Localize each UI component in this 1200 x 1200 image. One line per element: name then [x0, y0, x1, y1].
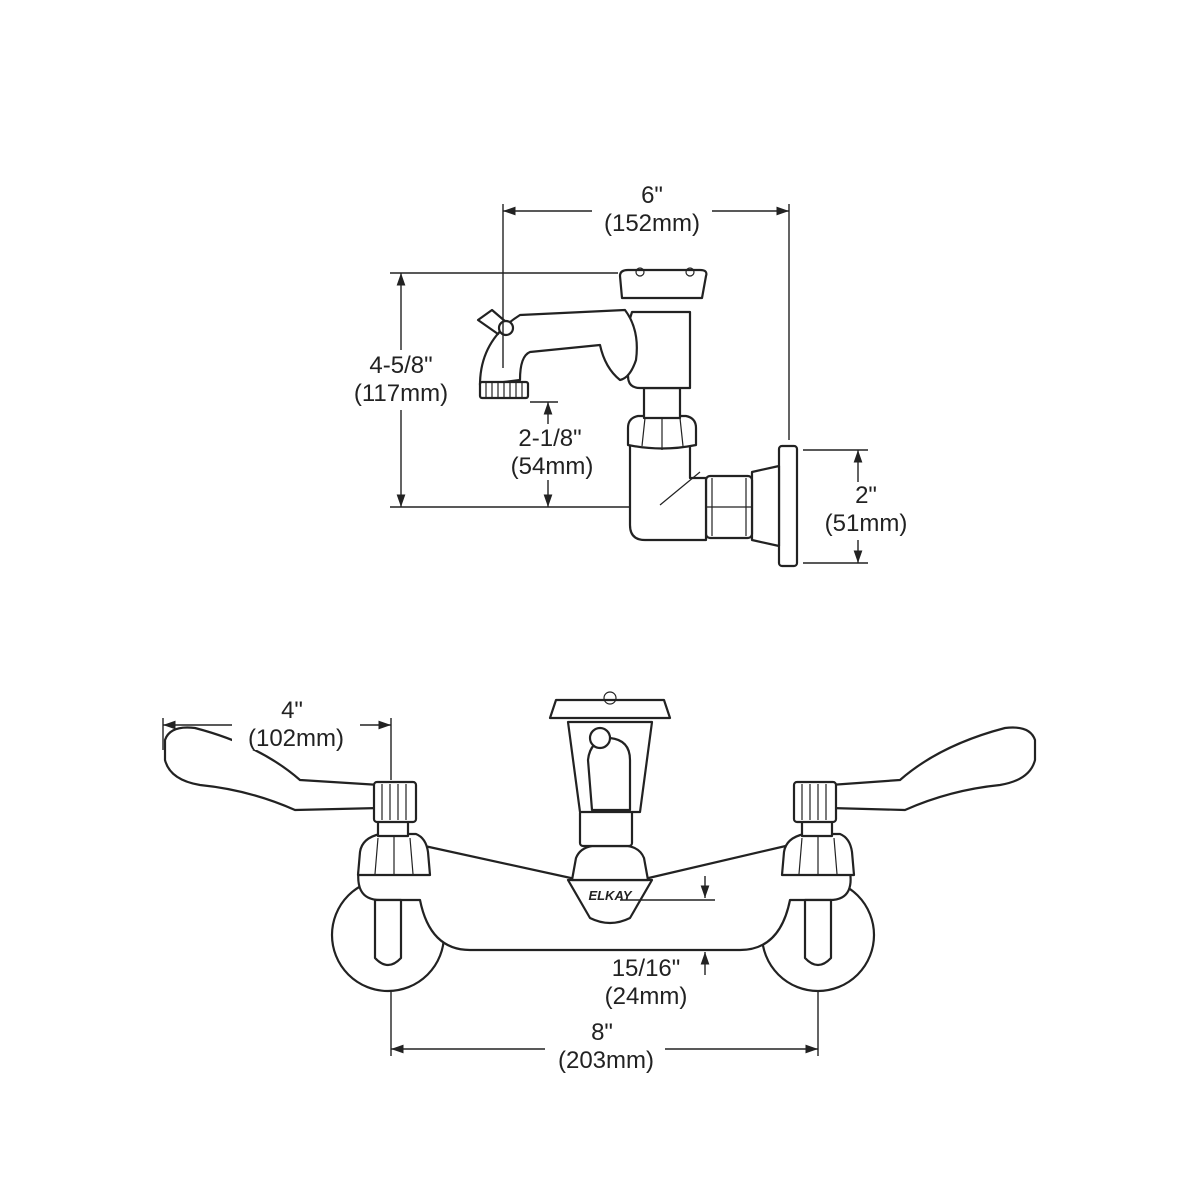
side-view-faucet: [476, 267, 799, 568]
overall-height-metric: (117mm): [354, 380, 448, 407]
handle-length-imperial: 4": [281, 697, 303, 724]
dimension-spout-height: 2-1/8" (54mm): [500, 401, 604, 507]
front-view: ELKAY: [162, 691, 1037, 1074]
overall-height-imperial: 4-5/8": [369, 352, 432, 379]
dimension-flange-height: 2" (51mm): [803, 449, 915, 564]
body-thickness-metric: (24mm): [605, 983, 688, 1010]
side-view: 6" (152mm) 4-5/8" (117mm) 2-1/8" (54mm): [340, 182, 915, 568]
front-view-faucet: ELKAY: [163, 691, 1037, 993]
flange-height-imperial: 2": [855, 482, 877, 509]
brand-label: ELKAY: [588, 888, 632, 903]
spout-height-imperial: 2-1/8": [518, 425, 581, 452]
overall-width-imperial: 6": [641, 182, 663, 209]
body-thickness-imperial: 15/16": [612, 955, 681, 982]
dimension-overall-height: 4-5/8" (117mm): [340, 272, 630, 508]
handle-length-metric: (102mm): [248, 725, 344, 752]
centers-imperial: 8": [591, 1019, 613, 1046]
dimension-handle-length: 4" (102mm): [162, 697, 392, 780]
flange-height-metric: (51mm): [825, 510, 908, 537]
dimension-body-thickness: 15/16" (24mm): [592, 876, 715, 1010]
overall-width-metric: (152mm): [604, 210, 700, 237]
dimension-centers: 8" (203mm): [390, 990, 819, 1074]
dimension-overall-width: 6" (152mm): [502, 182, 790, 440]
spout-height-metric: (54mm): [511, 453, 594, 480]
centers-metric: (203mm): [558, 1047, 654, 1074]
